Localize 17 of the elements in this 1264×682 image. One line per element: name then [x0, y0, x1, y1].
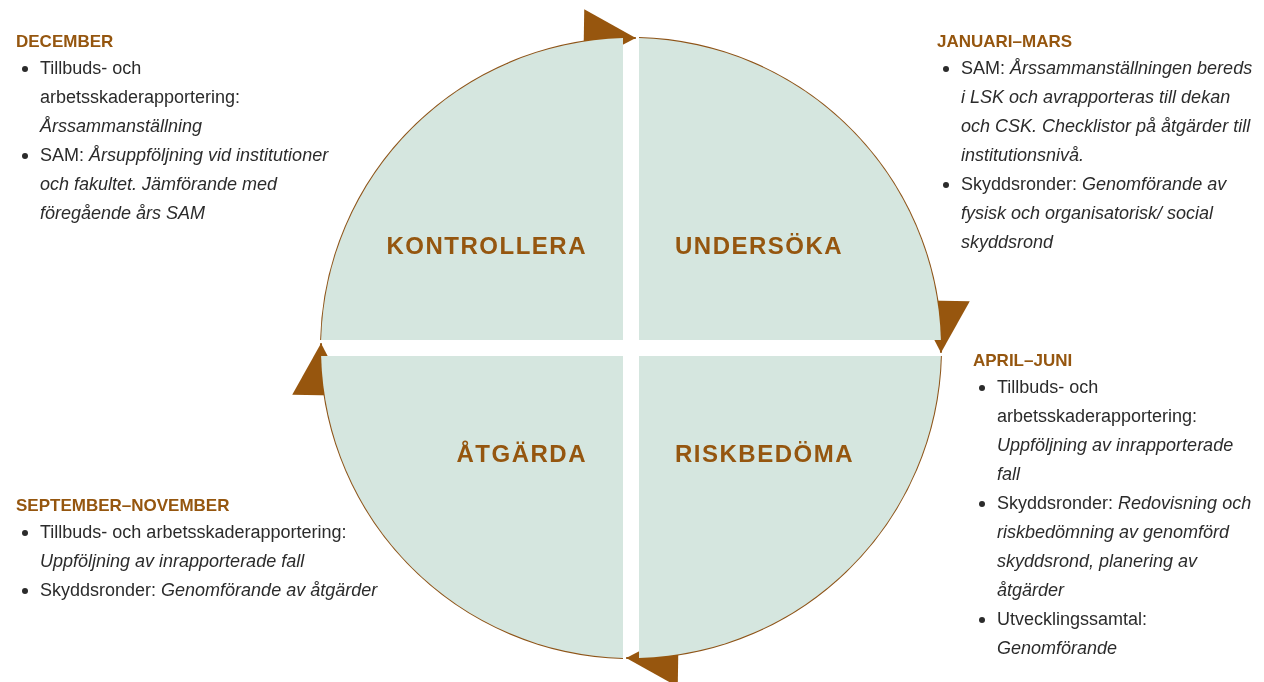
activity-item: Utvecklingssamtal: Genomförande [997, 608, 1149, 660]
quadrant-label: KONTROLLERA [386, 232, 587, 260]
activity-item: SAM: Årsuppföljning vid institutioner och fakultet. Jämförande med föregående års SAM [40, 144, 330, 225]
quadrant-label: ÅTGÄRDA [456, 440, 587, 468]
activity-item: Skyddsronder: Genomförande av fysisk och organisatorisk/ social skyddsrond [961, 173, 1228, 254]
activity-item: Tillbuds- och arbetsskaderapportering: Årssammanställning [40, 57, 242, 138]
activity-item: Tillbuds- och arbetsskaderapportering: Uppföljning av inrapporterade fall [997, 376, 1235, 486]
quadrant-label: UNDERSÖKA [675, 232, 844, 260]
period-heading: SEPTEMBER–NOVEMBER [16, 496, 230, 516]
activity-item: Skyddsronder: Genomförande av åtgärder [40, 579, 379, 602]
period-heading: APRIL–JUNI [973, 351, 1073, 371]
period-heading: DECEMBER [16, 32, 114, 52]
activity-item: Tillbuds- och arbetsskaderapportering: Uppföljning av inrapporterade fall [40, 521, 348, 573]
activity-item: Skyddsronder: Redovisning och riskbedömning av genomförd skyddsrond, planering av åtgärder [997, 492, 1253, 602]
period-heading: JANUARI–MARS [937, 32, 1073, 52]
quadrant-label: RISKBEDÖMA [675, 440, 854, 468]
activity-item: SAM: Årssammanställningen bereds i LSK och avrapporteras till dekan och CSK. Checklistor på åtgärder till institutionsnivå. [961, 57, 1254, 167]
